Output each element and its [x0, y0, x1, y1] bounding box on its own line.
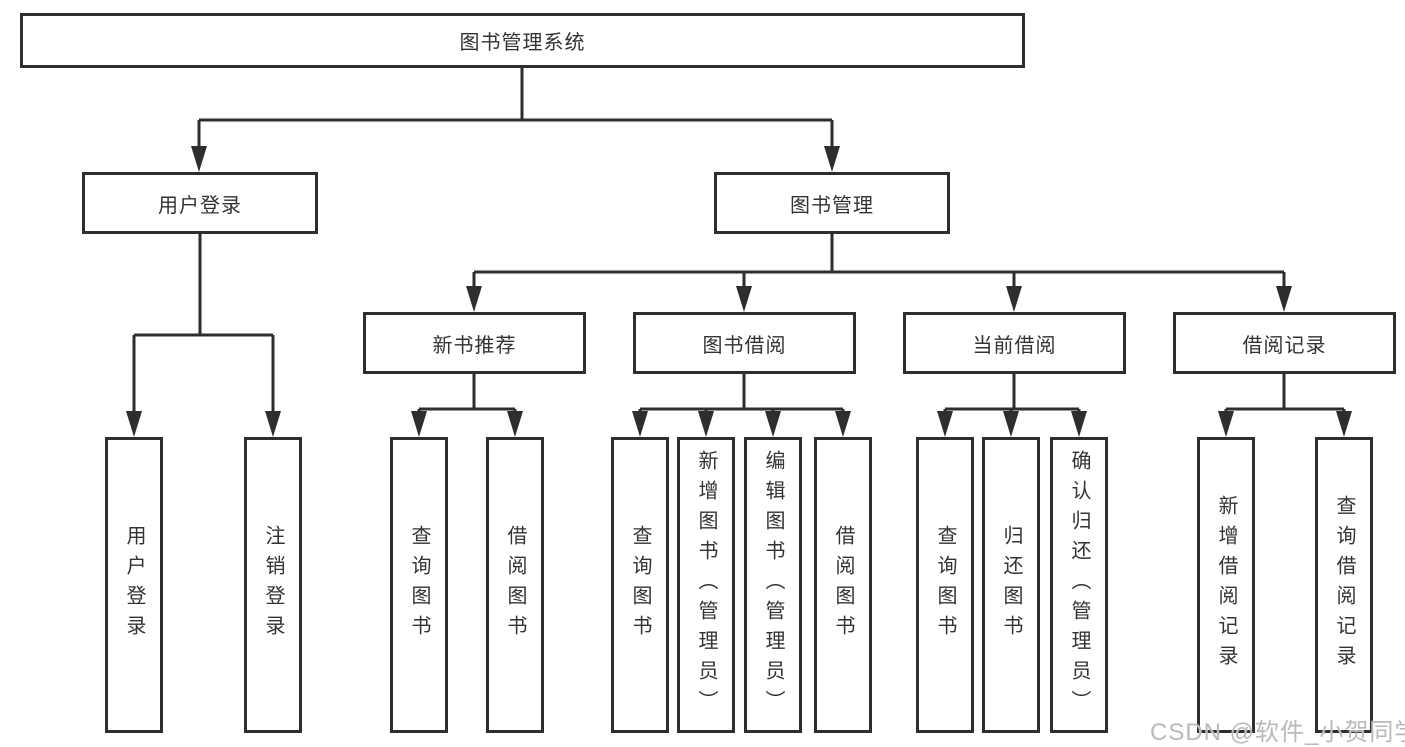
arrowhead	[1336, 411, 1352, 437]
arrowhead	[632, 411, 648, 437]
node-current-borrowing: 当前借阅	[903, 312, 1126, 374]
node-label: 借阅图书	[504, 525, 526, 645]
arrowhead	[466, 286, 482, 312]
node-borrowing-records: 借阅记录	[1173, 312, 1396, 374]
connector-root-to-level2	[197, 68, 834, 148]
node-label: 新增借阅记录	[1215, 495, 1237, 675]
connector-borrowing-records-to-leaves	[1224, 374, 1346, 412]
arrowhead	[824, 146, 840, 172]
node-label: 用户登录	[123, 525, 145, 645]
leaf-add-borrow-record: 新增借阅记录	[1197, 437, 1255, 733]
arrowhead	[507, 411, 523, 437]
arrowhead	[698, 411, 714, 437]
arrowhead	[1003, 411, 1019, 437]
node-label: 图书管理系统	[459, 32, 586, 54]
node-label: 借阅图书	[832, 525, 854, 645]
leaf-query-books-borrowing: 查询图书	[611, 437, 669, 733]
csdn-watermark: CSDN @软件_小贺同学	[1150, 719, 1405, 746]
arrowhead	[411, 411, 427, 437]
arrowhead	[191, 146, 207, 172]
node-label: 图书借阅	[702, 334, 787, 357]
node-label: 编辑图书（管理员）	[762, 450, 784, 720]
arrowhead	[1006, 286, 1022, 312]
arrowhead	[835, 411, 851, 437]
arrowhead	[765, 411, 781, 437]
leaf-query-books-recommend: 查询图书	[390, 437, 448, 733]
node-label: 新书推荐	[432, 334, 517, 357]
leaf-edit-books-admin: 编辑图书（管理员）	[744, 437, 802, 733]
connector-book-management-to-level3	[472, 234, 1286, 288]
leaf-borrow-books-recommend: 借阅图书	[486, 437, 544, 733]
node-new-book-recommend: 新书推荐	[363, 312, 586, 374]
node-label: 图书管理	[790, 194, 874, 217]
leaf-logout-login: 注销登录	[244, 437, 302, 733]
node-label: 用户登录	[158, 194, 242, 217]
arrowhead	[265, 411, 281, 437]
arrowhead	[736, 286, 752, 312]
leaf-confirm-return-admin: 确认归还（管理员）	[1050, 437, 1108, 733]
leaf-query-books-current: 查询图书	[916, 437, 974, 733]
node-label: 借阅记录	[1242, 334, 1327, 357]
arrowhead	[126, 411, 142, 437]
arrowhead	[1071, 411, 1087, 437]
node-book-borrowing: 图书借阅	[633, 312, 856, 374]
arrowhead	[1276, 286, 1292, 312]
node-user-login: 用户登录	[82, 172, 318, 234]
node-label: 注销登录	[262, 525, 284, 645]
node-label: 查询图书	[629, 525, 651, 645]
leaf-query-borrow-record: 查询借阅记录	[1315, 437, 1373, 733]
connector-book-borrowing-to-leaves	[638, 374, 845, 412]
node-label: 查询图书	[408, 525, 430, 645]
node-library-management-system: 图书管理系统	[20, 13, 1025, 68]
leaf-borrow-books-borrowing: 借阅图书	[814, 437, 872, 733]
node-label: 新增图书（管理员）	[695, 450, 717, 720]
connector-current-borrowing-to-leaves	[943, 374, 1081, 412]
node-label: 查询图书	[934, 525, 956, 645]
node-label: 查询借阅记录	[1333, 495, 1355, 675]
node-book-management: 图书管理	[714, 172, 950, 234]
leaf-add-books-admin: 新增图书（管理员）	[677, 437, 735, 733]
node-label: 归还图书	[1000, 525, 1022, 645]
connector-new-book-recommend-to-leaves	[417, 374, 517, 412]
node-label: 确认归还（管理员）	[1068, 450, 1090, 720]
arrowhead	[937, 411, 953, 437]
arrowhead	[1218, 411, 1234, 437]
connector-user-login-to-leaves	[132, 234, 275, 412]
leaf-return-books: 归还图书	[982, 437, 1040, 733]
node-label: 当前借阅	[972, 334, 1057, 357]
leaf-user-login: 用户登录	[105, 437, 163, 733]
